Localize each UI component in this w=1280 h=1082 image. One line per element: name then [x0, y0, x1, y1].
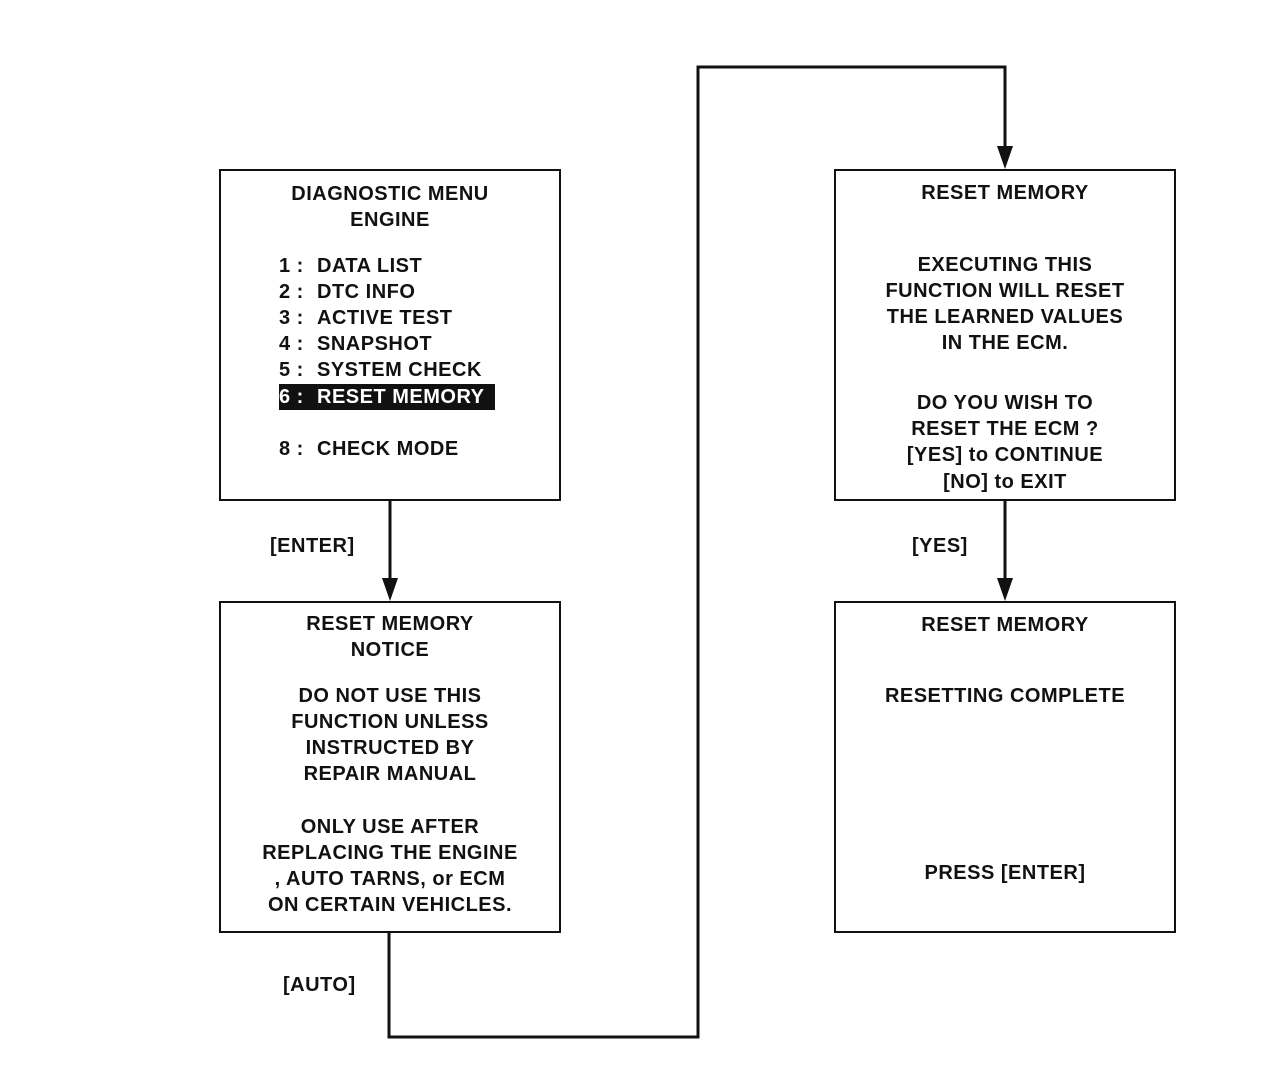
- notice-line: REPLACING THE ENGINE: [262, 842, 518, 864]
- reset-confirm-screen: RESET MEMORY EXECUTING THIS FUNCTION WIL…: [834, 169, 1176, 501]
- notice-title: RESET MEMORY: [306, 613, 474, 635]
- complete-message: RESETTING COMPLETE: [884, 685, 1126, 707]
- notice-line: DO NOT USE THIS: [298, 685, 482, 707]
- notice-subtitle: NOTICE: [350, 639, 430, 661]
- notice-line: , AUTO TARNS, or ECM: [274, 868, 506, 890]
- confirm-title: RESET MEMORY: [921, 182, 1089, 204]
- menu-item-reset-memory[interactable]: 6 :RESET MEMORY: [279, 384, 495, 410]
- confirm-line: EXECUTING THIS: [917, 254, 1093, 276]
- confirm-line: FUNCTION WILL RESET: [885, 280, 1125, 302]
- notice-line: REPAIR MANUAL: [303, 763, 477, 785]
- menu-item-check-mode[interactable]: 8 :CHECK MODE: [279, 438, 459, 460]
- menu-item-data-list[interactable]: 1 :DATA LIST: [279, 255, 423, 277]
- complete-prompt: PRESS [ENTER]: [924, 862, 1086, 884]
- confirm-line: IN THE ECM.: [941, 332, 1069, 354]
- confirm-line: [NO] to EXIT: [943, 471, 1067, 493]
- notice-line: FUNCTION UNLESS: [291, 711, 489, 733]
- confirm-line: RESET THE ECM ?: [911, 418, 1099, 440]
- arrowhead-auto: [997, 146, 1013, 169]
- reset-complete-screen: RESET MEMORY RESETTING COMPLETE PRESS [E…: [834, 601, 1176, 933]
- transition-label-yes: [YES]: [912, 535, 968, 557]
- menu-item-active-test[interactable]: 3 :ACTIVE TEST: [279, 307, 453, 329]
- arrowhead-enter: [382, 578, 398, 601]
- menu-item-dtc-info[interactable]: 2 :DTC INFO: [279, 281, 416, 303]
- notice-line: INSTRUCTED BY: [305, 737, 475, 759]
- arrow-auto: [387, 65, 1007, 1039]
- transition-label-enter: [ENTER]: [270, 535, 355, 557]
- arrowhead-yes: [997, 578, 1013, 601]
- confirm-line: THE LEARNED VALUES: [886, 306, 1124, 328]
- notice-line: ONLY USE AFTER: [300, 816, 480, 838]
- confirm-line: DO YOU WISH TO: [916, 392, 1094, 414]
- reset-notice-screen: RESET MEMORY NOTICE DO NOT USE THIS FUNC…: [219, 601, 561, 933]
- diagnostic-menu-screen: DIAGNOSTIC MENU ENGINE 1 :DATA LIST 2 :D…: [219, 169, 561, 501]
- menu-title: DIAGNOSTIC MENU: [291, 183, 489, 205]
- confirm-line: [YES] to CONTINUE: [906, 444, 1104, 466]
- menu-subtitle: ENGINE: [350, 209, 430, 231]
- transition-label-auto: [AUTO]: [283, 974, 356, 996]
- notice-line: ON CERTAIN VEHICLES.: [267, 894, 513, 916]
- complete-title: RESET MEMORY: [921, 614, 1089, 636]
- menu-item-system-check[interactable]: 5 :SYSTEM CHECK: [279, 359, 482, 381]
- menu-item-snapshot[interactable]: 4 :SNAPSHOT: [279, 333, 433, 355]
